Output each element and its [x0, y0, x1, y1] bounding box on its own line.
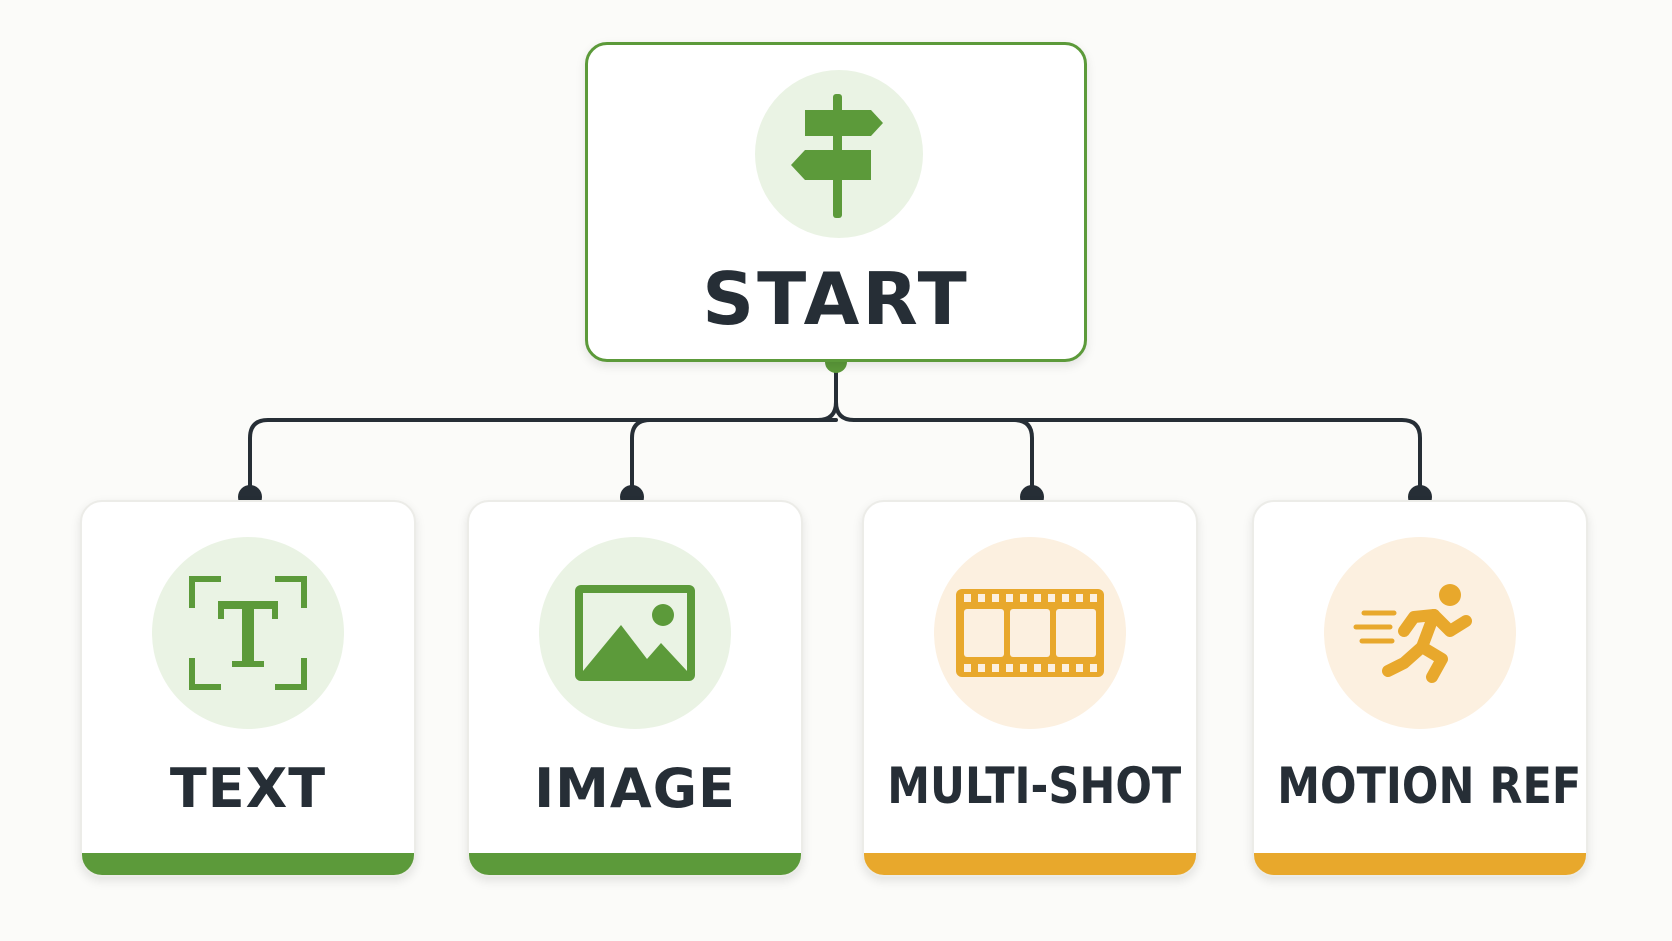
start-label: START: [702, 257, 970, 341]
text-frame-icon: [189, 576, 307, 690]
multi-shot-label: MULTI-SHOT: [887, 757, 1182, 815]
signpost-icon-circle: [755, 70, 923, 238]
image-accent-bar: [469, 853, 801, 875]
option-card-motion-ref[interactable]: MOTION REF: [1252, 500, 1588, 877]
image-icon-circle: [539, 537, 731, 729]
image-label: IMAGE: [534, 757, 736, 820]
signpost-icon: [791, 94, 883, 218]
branch-line-text: [248, 418, 820, 499]
branch-line-multi-shot: [834, 400, 1034, 499]
multi-shot-icon-circle: [934, 537, 1126, 729]
motion-ref-accent-bar: [1254, 853, 1586, 875]
running-person-icon: [1353, 584, 1472, 683]
branch-line-image: [630, 418, 820, 499]
film-strip-icon: [956, 589, 1104, 677]
option-card-multi-shot[interactable]: MULTI-SHOT: [862, 500, 1198, 877]
motion-ref-icon-circle: [1324, 537, 1516, 729]
text-label: TEXT: [169, 757, 327, 820]
text-accent-bar: [82, 853, 414, 875]
branch-line-motion-ref: [852, 418, 1422, 499]
multi-shot-accent-bar: [864, 853, 1196, 875]
motion-ref-label: MOTION REF: [1277, 757, 1582, 815]
option-card-text[interactable]: TEXT: [80, 500, 416, 877]
option-card-image[interactable]: IMAGE: [467, 500, 803, 877]
trunk-line: [816, 360, 838, 422]
image-icon: [575, 585, 695, 681]
start-card[interactable]: START: [585, 42, 1087, 362]
text-icon-circle: [152, 537, 344, 729]
